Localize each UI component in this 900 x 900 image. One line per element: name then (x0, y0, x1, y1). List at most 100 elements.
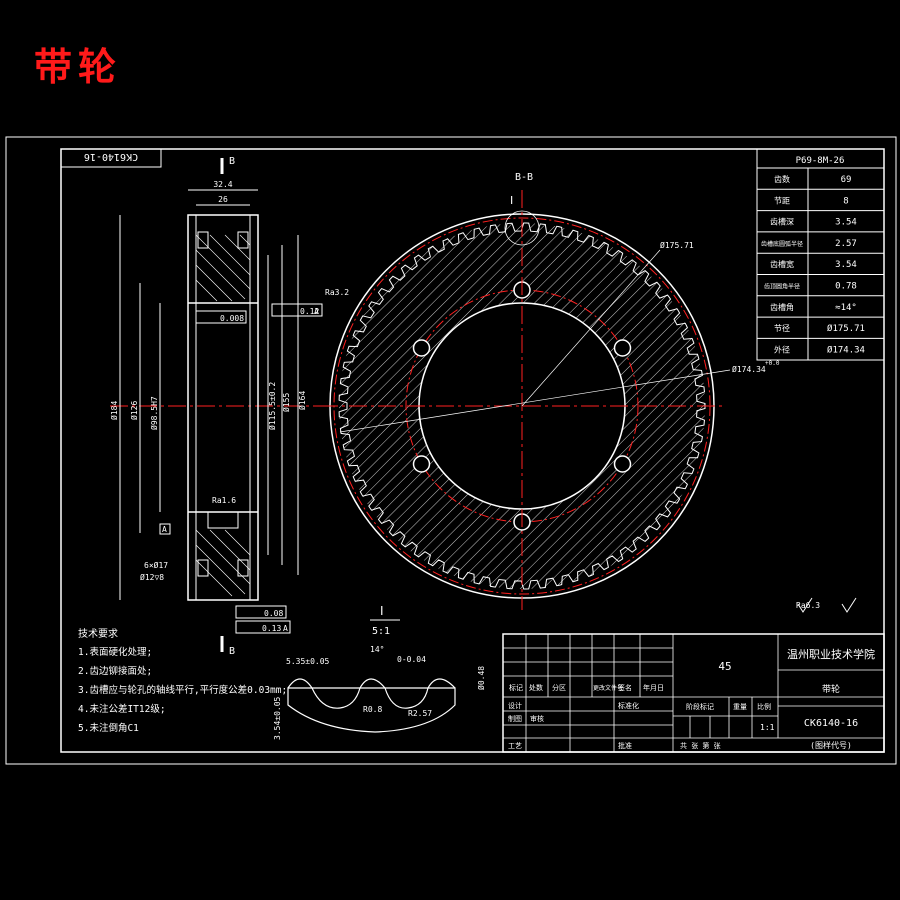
tech-title: 技术要求 (78, 627, 118, 640)
outer-frame (5, 136, 897, 765)
param-label: 节距 (774, 196, 790, 205)
param-value: 69 (841, 175, 852, 185)
tol-013: 0.13 (262, 624, 281, 633)
dim-d115: Ø115.5±0.2 (267, 382, 277, 430)
tb-sheets: 共 张 第 张 (680, 741, 721, 750)
tb-row-label-2: 处数 (529, 683, 543, 692)
param-label: 齿槽底圆弧半径 (761, 240, 803, 248)
tol-frame-008 (235, 605, 287, 619)
drawing-title: 带轮 (34, 44, 123, 89)
dim-tooth-d: Ø0.48 (476, 666, 486, 690)
datum-a-2: A (162, 525, 167, 534)
front-view: B-B Ⅰ Ø175.71 Ø174.34 +0.0 (320, 172, 780, 610)
teeth-ring (338, 222, 706, 590)
param-value: Ø175.71 (827, 323, 865, 334)
bolt-hole (613, 455, 632, 473)
tb-drawing-code: (图样代号) (810, 740, 852, 750)
param-table-frame (756, 148, 885, 361)
detail-callout-label: Ⅰ (510, 194, 513, 207)
param-value: Ø174.34 (827, 344, 865, 355)
tb-row-label-5: 签名 (618, 683, 632, 692)
keyway (207, 511, 239, 529)
param-table-title: P69-8M-26 (796, 156, 845, 166)
title-block-frame (502, 633, 885, 753)
hatch-upper (195, 234, 251, 302)
dim-width-outer: 32.4 (213, 180, 232, 189)
tb-material: 45 (718, 660, 731, 673)
tol-008: 0.08 (264, 609, 283, 618)
tb-part-name: 带轮 (822, 683, 840, 695)
tb-design: 设计 (508, 701, 522, 710)
inner-frame (60, 148, 885, 753)
detail-scale: 5:1 (372, 626, 390, 637)
param-label: 齿顶圆角半径 (764, 283, 800, 291)
dim-tooth-h: 3.54±0.05 (273, 696, 282, 740)
param-value: 8 (843, 196, 848, 206)
teeth-outline (338, 222, 706, 590)
leader-d175 (521, 249, 661, 407)
tb-approve: 批准 (618, 741, 632, 750)
tb-drawn: 制图 (508, 714, 522, 723)
param-label: 齿槽深 (770, 217, 794, 227)
param-label: 齿槽角 (770, 302, 794, 312)
param-value: ≈14° (835, 303, 857, 313)
detail-view: Ⅰ 5:1 5.35±0.05 14° 0-0.04 Ø0.48 3.54±0.… (273, 604, 486, 740)
dim-d164: Ø164 (297, 391, 307, 410)
tb-scale: 1:1 (760, 723, 775, 732)
leader-d174 (339, 369, 731, 433)
dim-d98: Ø98.5H7 (149, 396, 159, 430)
tol-012: 0.12 (300, 307, 319, 316)
dim-tooth-r257: R2.57 (408, 709, 432, 718)
dim-holes: 6×Ø17 (144, 560, 168, 570)
dim-d126: Ø126 (129, 401, 139, 420)
hole-section-2 (237, 231, 249, 249)
view-label-bb: B-B (515, 172, 533, 183)
bolt-holes (412, 281, 632, 531)
datum-a-1: A (314, 307, 319, 316)
dim-holes-depth: Ø12▽8 (140, 572, 164, 582)
parallel-frame (271, 303, 323, 317)
section-label-bottom: B (229, 646, 235, 657)
tb-school: 温州职业技术学院 (787, 647, 875, 661)
tech-req-5: 5.未注倒角C1 (78, 722, 139, 734)
dim-tooth-r08: R0.8 (363, 705, 382, 714)
tb-row-label-6: 年月日 (643, 683, 664, 692)
tol-flat: 0.008 (220, 314, 244, 323)
param-label: 齿数 (774, 174, 790, 184)
tb-standard: 标准化 (618, 701, 639, 710)
section-label-top: B (229, 156, 235, 167)
side-section-view: B B 32.4 26 Ø184 (109, 156, 349, 657)
detail-title-label: Ⅰ (380, 604, 384, 618)
detail-tooth-profile (287, 678, 456, 709)
dim-d184: Ø184 (109, 401, 119, 420)
flatness-frame (195, 310, 247, 324)
tb-drawing-no: CK6140-16 (804, 718, 858, 729)
rough-63: Ra6.3 (796, 601, 820, 610)
param-label: 外径 (774, 344, 790, 354)
bolt-hole (412, 455, 431, 473)
tb-checked: 审核 (530, 714, 544, 723)
tech-requirements: 技术要求 1.表面硬化处理; 2.齿边铆接面处; 3.齿槽应与轮孔的轴线平行,平… (78, 627, 287, 734)
tb-row-label-3: 分区 (552, 683, 566, 692)
code-box (60, 148, 162, 168)
dim-d155: Ø155 (281, 393, 291, 412)
detail-body-outline (287, 687, 456, 733)
tech-req-3: 3.齿槽应与轮孔的轴线平行,平行度公差0.03mm; (78, 684, 287, 696)
param-value: 3.54 (835, 260, 857, 270)
dim-tooth-ang: 0-0.04 (397, 655, 426, 664)
param-value: 0.78 (835, 282, 857, 292)
tb-row-label-4: 更改文件号 (593, 684, 623, 692)
bolt-hole (412, 339, 431, 357)
dim-tooth-14: 14° (370, 645, 384, 654)
hole-section-1 (197, 231, 209, 249)
tb-stage-mark: 阶段标记 (686, 702, 714, 711)
tech-req-2: 2.齿边铆接面处; (78, 665, 152, 677)
dim-width-inner: 26 (218, 195, 228, 204)
pulley-outline (187, 214, 259, 601)
tol-frame-013 (235, 620, 291, 634)
datum-a-3: A (283, 624, 288, 633)
tb-weight: 重量 (733, 703, 747, 711)
